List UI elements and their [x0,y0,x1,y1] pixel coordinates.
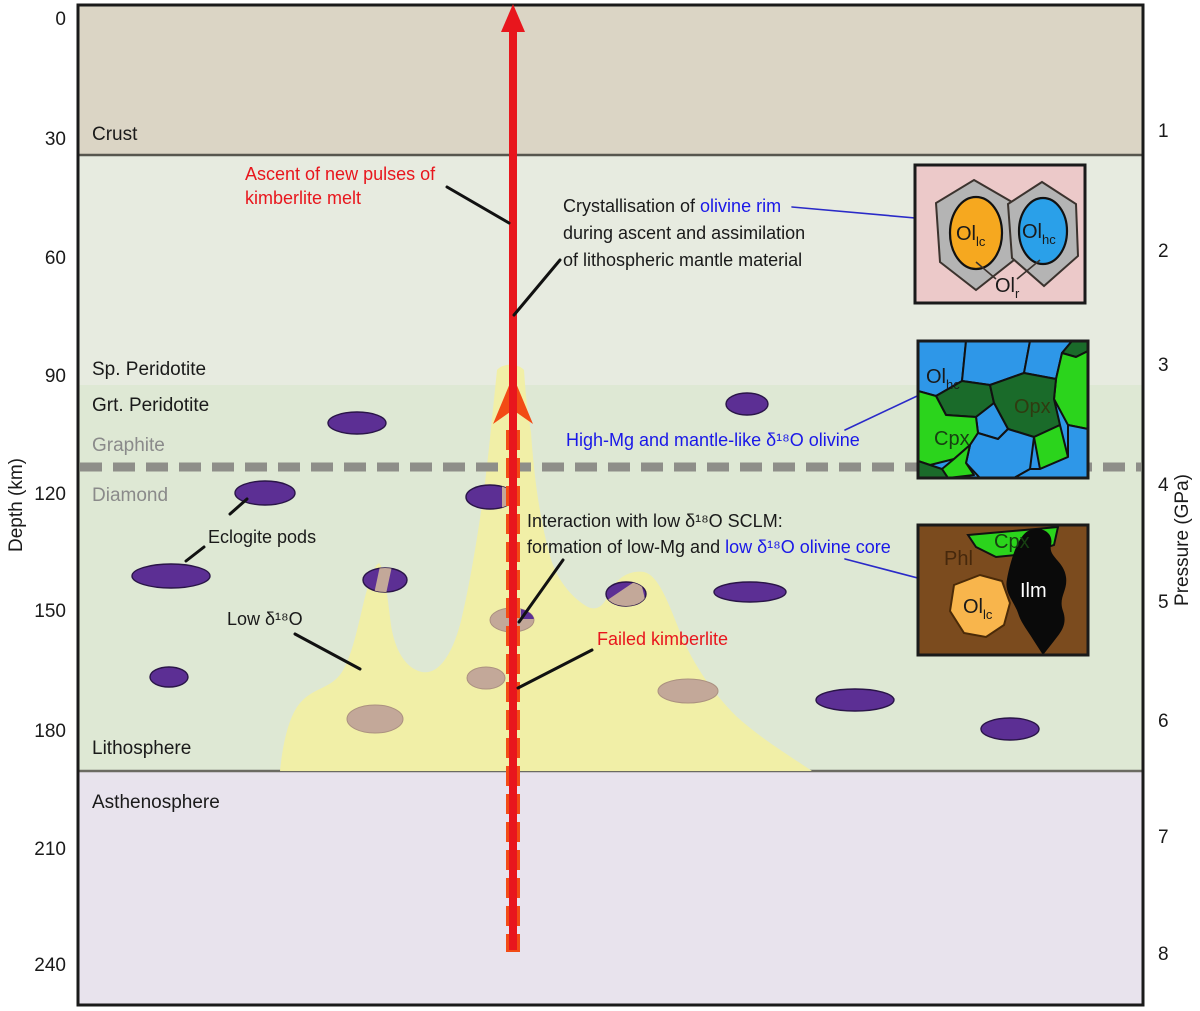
low-d18o-olivine-core [948,195,1004,271]
eclogite-pod-partially-altered [362,567,408,593]
failed-kimberlite-annotation: Failed kimberlite [597,629,728,649]
depth-tick: 180 [34,721,66,742]
inset-olivine-rim: Ollc Olhc Olr [913,163,1087,305]
asthenosphere-band [78,771,1143,1005]
layer-bands [78,5,1143,1005]
high-d18o-olivine-core [1017,196,1069,266]
depth-tick: 60 [45,248,66,269]
ascent-annotation-line1: Ascent of new pulses of [245,164,436,184]
ol-r-label: Olr [995,275,1020,301]
ilm-label: Ilm [1020,580,1047,602]
high-mg-olivine-annotation: High-Mg and mantle-like δ¹⁸O olivine [566,430,860,450]
kimberlite-arrow [493,4,533,952]
ilmenite-grain [1006,528,1067,655]
pressure-tick: 4 [1158,475,1169,496]
interaction-leader-line [517,558,565,624]
pods [131,392,1040,741]
depth-tick: 210 [34,839,66,860]
ascending-melt-arrowhead [501,4,525,32]
depth-tick: 90 [45,366,66,387]
crystallisation-leader-line [512,258,562,317]
sp-peridotite-label: Sp. Peridotite [92,359,206,380]
failed-kimberlite-leader-line [516,648,594,690]
pressure-tick: 3 [1158,355,1169,376]
pressure-tick: 1 [1158,121,1169,142]
eclogite-leader-line [184,545,206,563]
annotations: Ascent of new pulses of kimberlite melt … [208,164,891,649]
inset-metasome: Phl Cpx Ilm Ollc [916,523,1090,657]
eclogite-pods-annotation: Eclogite pods [208,527,316,547]
eclogite-leader-line [228,497,249,516]
depth-tick: 150 [34,601,66,622]
crust-band [78,5,1143,155]
depth-tick: 240 [34,955,66,976]
inset-metasome-box [916,523,1090,657]
low-d18o-olivine-grain [948,573,1012,639]
interaction-annotation-line1: Interaction with low δ¹⁸O SCLM: [527,511,783,531]
eclogite-pod [149,666,189,688]
diamond-label: Diamond [92,485,168,506]
ascent-leader-line [445,185,511,225]
cpx-label: Cpx [994,531,1030,553]
pressure-tick: 7 [1158,827,1169,848]
eclogite-pod [980,717,1040,741]
opx-grain-label: Opx [1014,396,1051,418]
diagram-frame [76,3,1145,1007]
grt-peridotite-label: Grt. Peridotite [92,395,209,416]
ol-hc-grain-label: Olhc [926,366,960,392]
depth-axis: 0 30 60 90 120 150 180 210 240 Depth (km… [6,9,66,976]
depth-tick: 30 [45,129,66,150]
pressure-tick: 5 [1158,592,1169,613]
low-d18o-region [280,364,812,771]
depth-tick: 0 [55,9,66,30]
pressure-axis-title: Pressure (GPa) [1172,474,1193,606]
depth-axis-title: Depth (km) [6,458,27,552]
crust-label: Crust [92,124,138,145]
depth-tick: 120 [34,484,66,505]
eclogite-pod [815,688,895,712]
crystallisation-annotation-line2: during ascent and assimilation [563,223,805,243]
pressure-tick: 2 [1158,241,1169,262]
graphite-label: Graphite [92,435,165,456]
asthenosphere-label: Asthenosphere [92,792,220,813]
ol-lc-grain-label: Ollc [963,596,993,622]
pressure-tick: 6 [1158,711,1169,732]
ascent-annotation-line2: kimberlite melt [245,188,361,208]
peridotite-grains [918,341,1088,478]
eclogite-pod [131,563,211,589]
ol-r-pointer [1016,259,1041,280]
metasomatised-pod [657,678,719,704]
low-d18o-leader-line [293,632,362,671]
metasomatised-pod [466,666,506,690]
ol-r-pointer [975,261,997,280]
low-d18o-annotation: Low δ¹⁸O [227,609,303,629]
eclogite-pod [725,392,769,416]
lithosphere-label: Lithosphere [92,738,191,759]
metasomatised-pod [346,704,404,734]
eclogite-pod [713,581,787,603]
cpx-grain-label: Cpx [934,428,970,450]
pressure-tick: 8 [1158,944,1169,965]
eclogite-pod [234,480,296,506]
ol-lc-label: Ollc [956,223,986,249]
layer-labels: Crust Sp. Peridotite Grt. Peridotite Gra… [92,124,220,813]
phl-label: Phl [944,548,973,570]
inset-peridotite: Olhc Opx Cpx [916,339,1090,480]
crystallisation-annotation-line3: of lithospheric mantle material [563,250,802,270]
eclogite-pod [327,411,387,435]
inset-peridotite-box [916,339,1090,480]
eclogite-pod-partially-altered [605,581,647,607]
pressure-axis: 1 2 3 4 5 6 7 8 Pressure (GPa) [1158,121,1193,965]
leader-lines [184,185,957,690]
ol-hc-label: Olhc [1022,221,1056,247]
